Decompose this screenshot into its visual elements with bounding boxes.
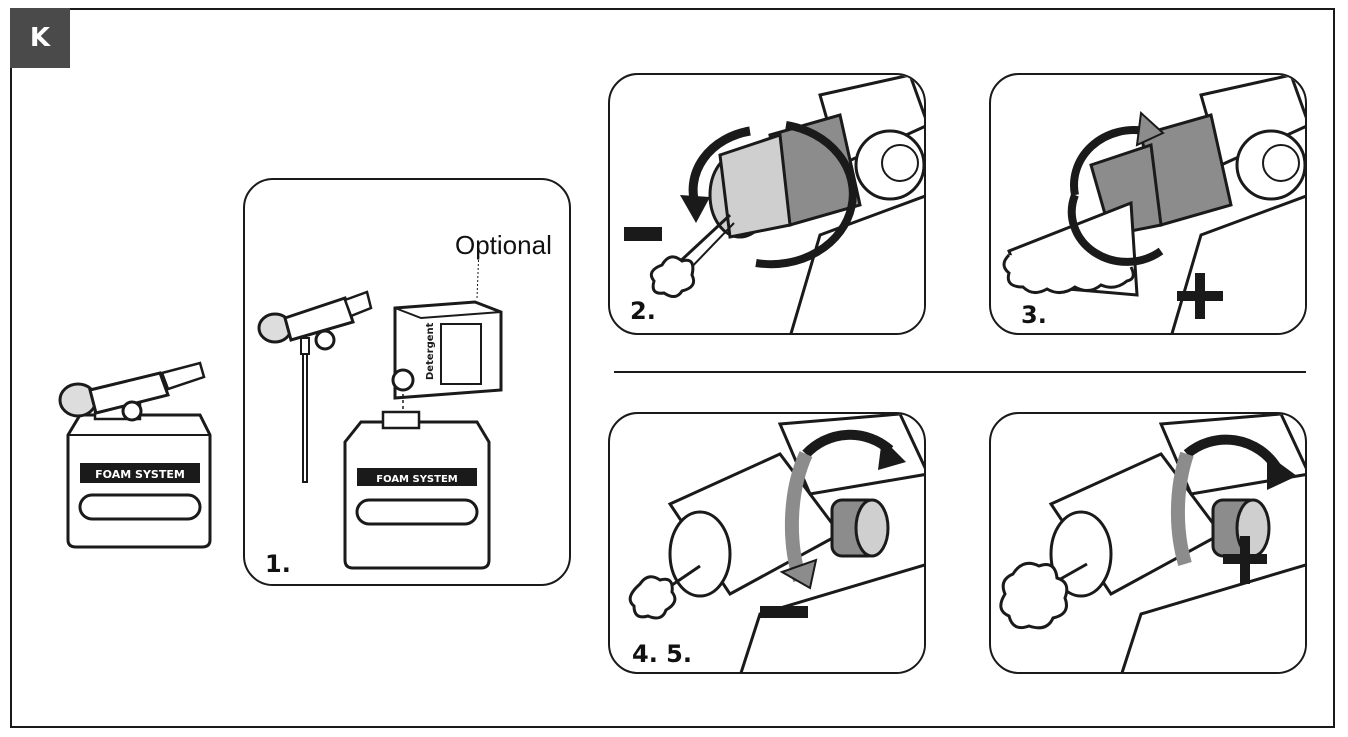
foam-bottle-illustration: FOAM SYSTEM — [58, 361, 212, 549]
step-4-5-illustration — [628, 414, 924, 672]
step-number: 2. — [630, 297, 656, 325]
step-2-illustration — [624, 75, 924, 333]
panel-step-2: 2. — [608, 73, 926, 335]
rotate-arrow-icon — [802, 429, 894, 458]
detergent-label: Detergent — [425, 322, 436, 380]
bottle-label: FOAM SYSTEM — [95, 468, 185, 481]
minus-icon — [760, 606, 808, 618]
foam-cloud-icon — [628, 575, 677, 620]
step-1-illustration: Detergent FOAM SYSTEM — [257, 247, 503, 570]
panel-step-3: 3. — [989, 73, 1307, 335]
rotate-arrow-icon — [1070, 126, 1146, 196]
foam-cloud-icon — [999, 561, 1069, 630]
foam-cloud-icon — [1002, 253, 1135, 294]
bottle-label-step-1: FOAM SYSTEM — [376, 474, 458, 485]
minus-icon — [624, 227, 662, 241]
step-5-illustration — [999, 414, 1305, 672]
panel-step-4-5: 4. 5. — [608, 412, 926, 674]
panel-step-5 — [989, 412, 1307, 674]
panel-step-1: Detergent FOAM SYSTEM Optional 1. — [243, 178, 571, 586]
step-number: 1. — [265, 550, 291, 578]
step-number: 3. — [1021, 301, 1047, 329]
section-divider — [614, 371, 1306, 373]
foam-cloud-icon — [649, 255, 696, 298]
optional-callout: Optional — [455, 230, 552, 260]
section-label: K — [10, 8, 70, 68]
step-number: 4. 5. — [632, 640, 692, 668]
rotate-arrow-icon — [688, 126, 751, 209]
step-3-illustration — [1002, 75, 1305, 333]
